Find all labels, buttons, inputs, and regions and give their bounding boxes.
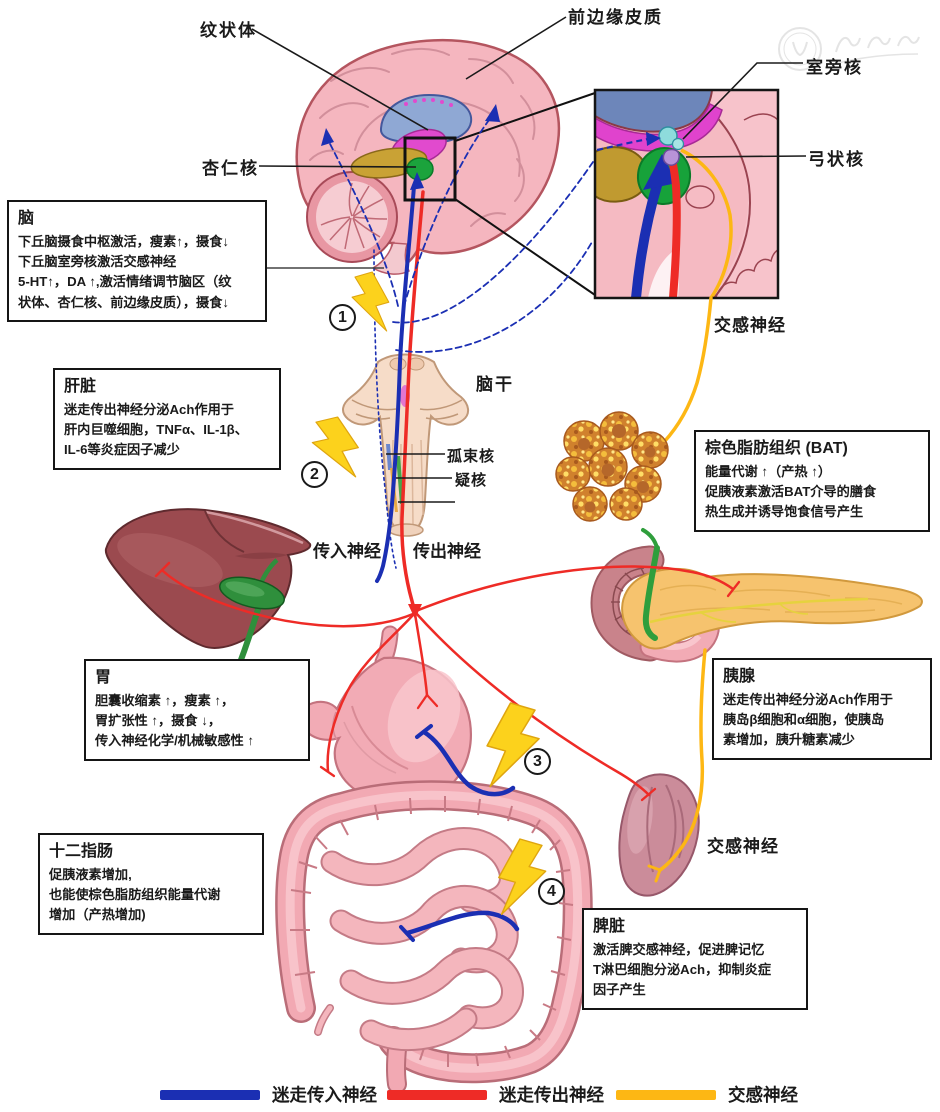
label-sympathetic-nerve-top: 交感神经 — [714, 316, 786, 335]
label-afferent-nerve: 传入神经 — [313, 542, 381, 561]
label-prelimbic-cortex: 前边缘皮质 — [568, 8, 663, 27]
duodenum-info-box: 十二指肠 促胰液素增加, 也能使棕色脂肪组织能量代谢 增加（产热增加) — [38, 833, 264, 935]
lightning-bolt-2 — [311, 416, 359, 478]
duodenum-box-title: 十二指肠 — [49, 843, 114, 860]
label-nucleus-ambiguus: 疑核 — [455, 472, 488, 489]
pancreas-box-line: 素增加，胰升糖素减少 — [723, 732, 855, 748]
liver-info-box: 肝脏 迷走传出神经分泌Ach作用于 肝内巨噬细胞，TNFα、IL-1β、 IL-… — [53, 368, 281, 470]
brain-info-box: 脑 下丘脑摄食中枢激活，瘦素↑，摄食↓ 下丘脑室旁核激活交感神经 5-HT↑，D… — [7, 200, 267, 322]
label-nucleus-tractus-solitarius: 孤束核 — [447, 448, 496, 465]
bat-box-line: 热生成并诱导饱食信号产生 — [705, 504, 864, 520]
step-circle-2: 2 — [301, 461, 328, 488]
bat-illustration — [555, 411, 669, 522]
label-brainstem: 脑干 — [476, 375, 514, 394]
liver-box-line: IL-6等炎症因子减少 — [64, 442, 180, 458]
brain-box-line: 下丘脑摄食中枢激活，瘦素↑，摄食↓ — [18, 234, 229, 250]
pancreas-illustration — [590, 528, 923, 663]
stomach-box-line: 传入神经化学/机械敏感性 ↑ — [95, 733, 254, 749]
watermark-logo — [778, 27, 920, 71]
vagal-efferent-nerve-paths — [154, 190, 741, 802]
legend-swatch-efferent — [387, 1089, 487, 1100]
step-circle-4: 4 — [538, 878, 565, 905]
lightning-bolt-3 — [486, 702, 540, 788]
label-efferent-nerve: 传出神经 — [413, 542, 481, 561]
duodenum-box-line: 也能使棕色脂肪组织能量代谢 — [49, 887, 221, 903]
step-circle-1: 1 — [329, 304, 356, 331]
brain-box-line: 5-HT↑，DA ↑,激活情绪调节脑区（纹 — [18, 274, 232, 290]
label-sympathetic-nerve-spleen: 交感神经 — [707, 837, 779, 856]
legend-item-efferent: 迷走传出神经 — [387, 1082, 604, 1107]
spleen-box-line: 激活脾交感神经，促进脾记忆 — [593, 942, 765, 958]
bat-info-box: 棕色脂肪组织 (BAT) 能量代谢 ↑（产热 ↑） 促胰液素激活BAT介导的膳食… — [694, 430, 930, 532]
stomach-box-title: 胃 — [95, 669, 112, 686]
step-circle-3: 3 — [524, 748, 551, 775]
spleen-illustration — [618, 773, 700, 897]
spleen-box-title: 脾脏 — [593, 918, 626, 935]
bat-box-line: 促胰液素激活BAT介导的膳食 — [705, 484, 877, 500]
intestine-illustration — [275, 780, 593, 1094]
duodenum-box-line: 促胰液素增加, — [49, 867, 132, 883]
stomach-box-line: 胃扩张性 ↑，摄食 ↓， — [95, 713, 222, 729]
lightning-bolt-4 — [498, 838, 547, 916]
liver-illustration — [104, 508, 312, 686]
stomach-info-box: 胃 胆囊收缩素 ↑，瘦素 ↑， 胃扩张性 ↑，摄食 ↓， 传入神经化学/机械敏感… — [84, 659, 310, 761]
pancreas-box-line: 胰岛β细胞和α细胞，使胰岛 — [723, 712, 885, 728]
legend-swatch-sympathetic — [616, 1089, 716, 1100]
pancreas-info-box: 胰腺 迷走传出神经分泌Ach作用于 胰岛β细胞和α细胞，使胰岛 素增加，胰升糖素… — [712, 658, 932, 760]
legend-swatch-afferent — [160, 1089, 260, 1100]
bat-box-title: 棕色脂肪组织 (BAT) — [705, 440, 848, 457]
spleen-info-box: 脾脏 激活脾交感神经，促进脾记忆 T淋巴细胞分泌Ach，抑制炎症 因子产生 — [582, 908, 808, 1010]
legend-item-afferent: 迷走传入神经 — [160, 1082, 377, 1107]
spleen-box-line: 因子产生 — [593, 982, 646, 998]
legend-label-sympathetic: 交感神经 — [728, 1085, 798, 1105]
pancreas-box-title: 胰腺 — [723, 668, 756, 685]
legend-label-afferent: 迷走传入神经 — [272, 1085, 377, 1105]
brain-zoom-frame — [403, 136, 457, 202]
duodenum-box-line: 增加（产热增加) — [49, 907, 146, 923]
label-arcuate-nucleus: 弓状核 — [808, 150, 865, 169]
legend-label-efferent: 迷走传出神经 — [499, 1085, 604, 1105]
sympathetic-nerve-paths — [647, 296, 713, 883]
brain-box-line: 状体、杏仁核、前边缘皮质），摄食↓ — [18, 294, 229, 310]
stomach-illustration — [299, 625, 472, 805]
label-paraventricular-nucleus: 室旁核 — [806, 58, 863, 77]
lightning-bolt-1 — [351, 271, 390, 332]
liver-box-line: 肝内巨噬细胞，TNFα、IL-1β、 — [64, 422, 248, 438]
bat-box-line: 能量代谢 ↑（产热 ↑） — [705, 464, 832, 480]
vagal-afferent-nerve-paths — [321, 104, 594, 942]
hypothalamus-inset — [593, 88, 780, 300]
label-connector-lines — [251, 16, 807, 503]
label-amygdala: 杏仁核 — [202, 159, 259, 178]
liver-box-title: 肝脏 — [64, 378, 97, 395]
legend-item-sympathetic: 交感神经 — [616, 1082, 798, 1107]
stomach-box-line: 胆囊收缩素 ↑，瘦素 ↑， — [95, 693, 235, 709]
inset-connector-lines — [454, 92, 596, 296]
brain-box-title: 脑 — [18, 210, 35, 227]
brain-box-line: 下丘脑室旁核激活交感神经 — [18, 254, 177, 270]
lightning-bolts — [311, 271, 547, 916]
label-striatum: 纹状体 — [200, 21, 257, 40]
spleen-box-line: T淋巴细胞分泌Ach，抑制炎症 — [593, 962, 772, 978]
liver-box-line: 迷走传出神经分泌Ach作用于 — [64, 402, 234, 418]
pancreas-box-line: 迷走传出神经分泌Ach作用于 — [723, 692, 893, 708]
